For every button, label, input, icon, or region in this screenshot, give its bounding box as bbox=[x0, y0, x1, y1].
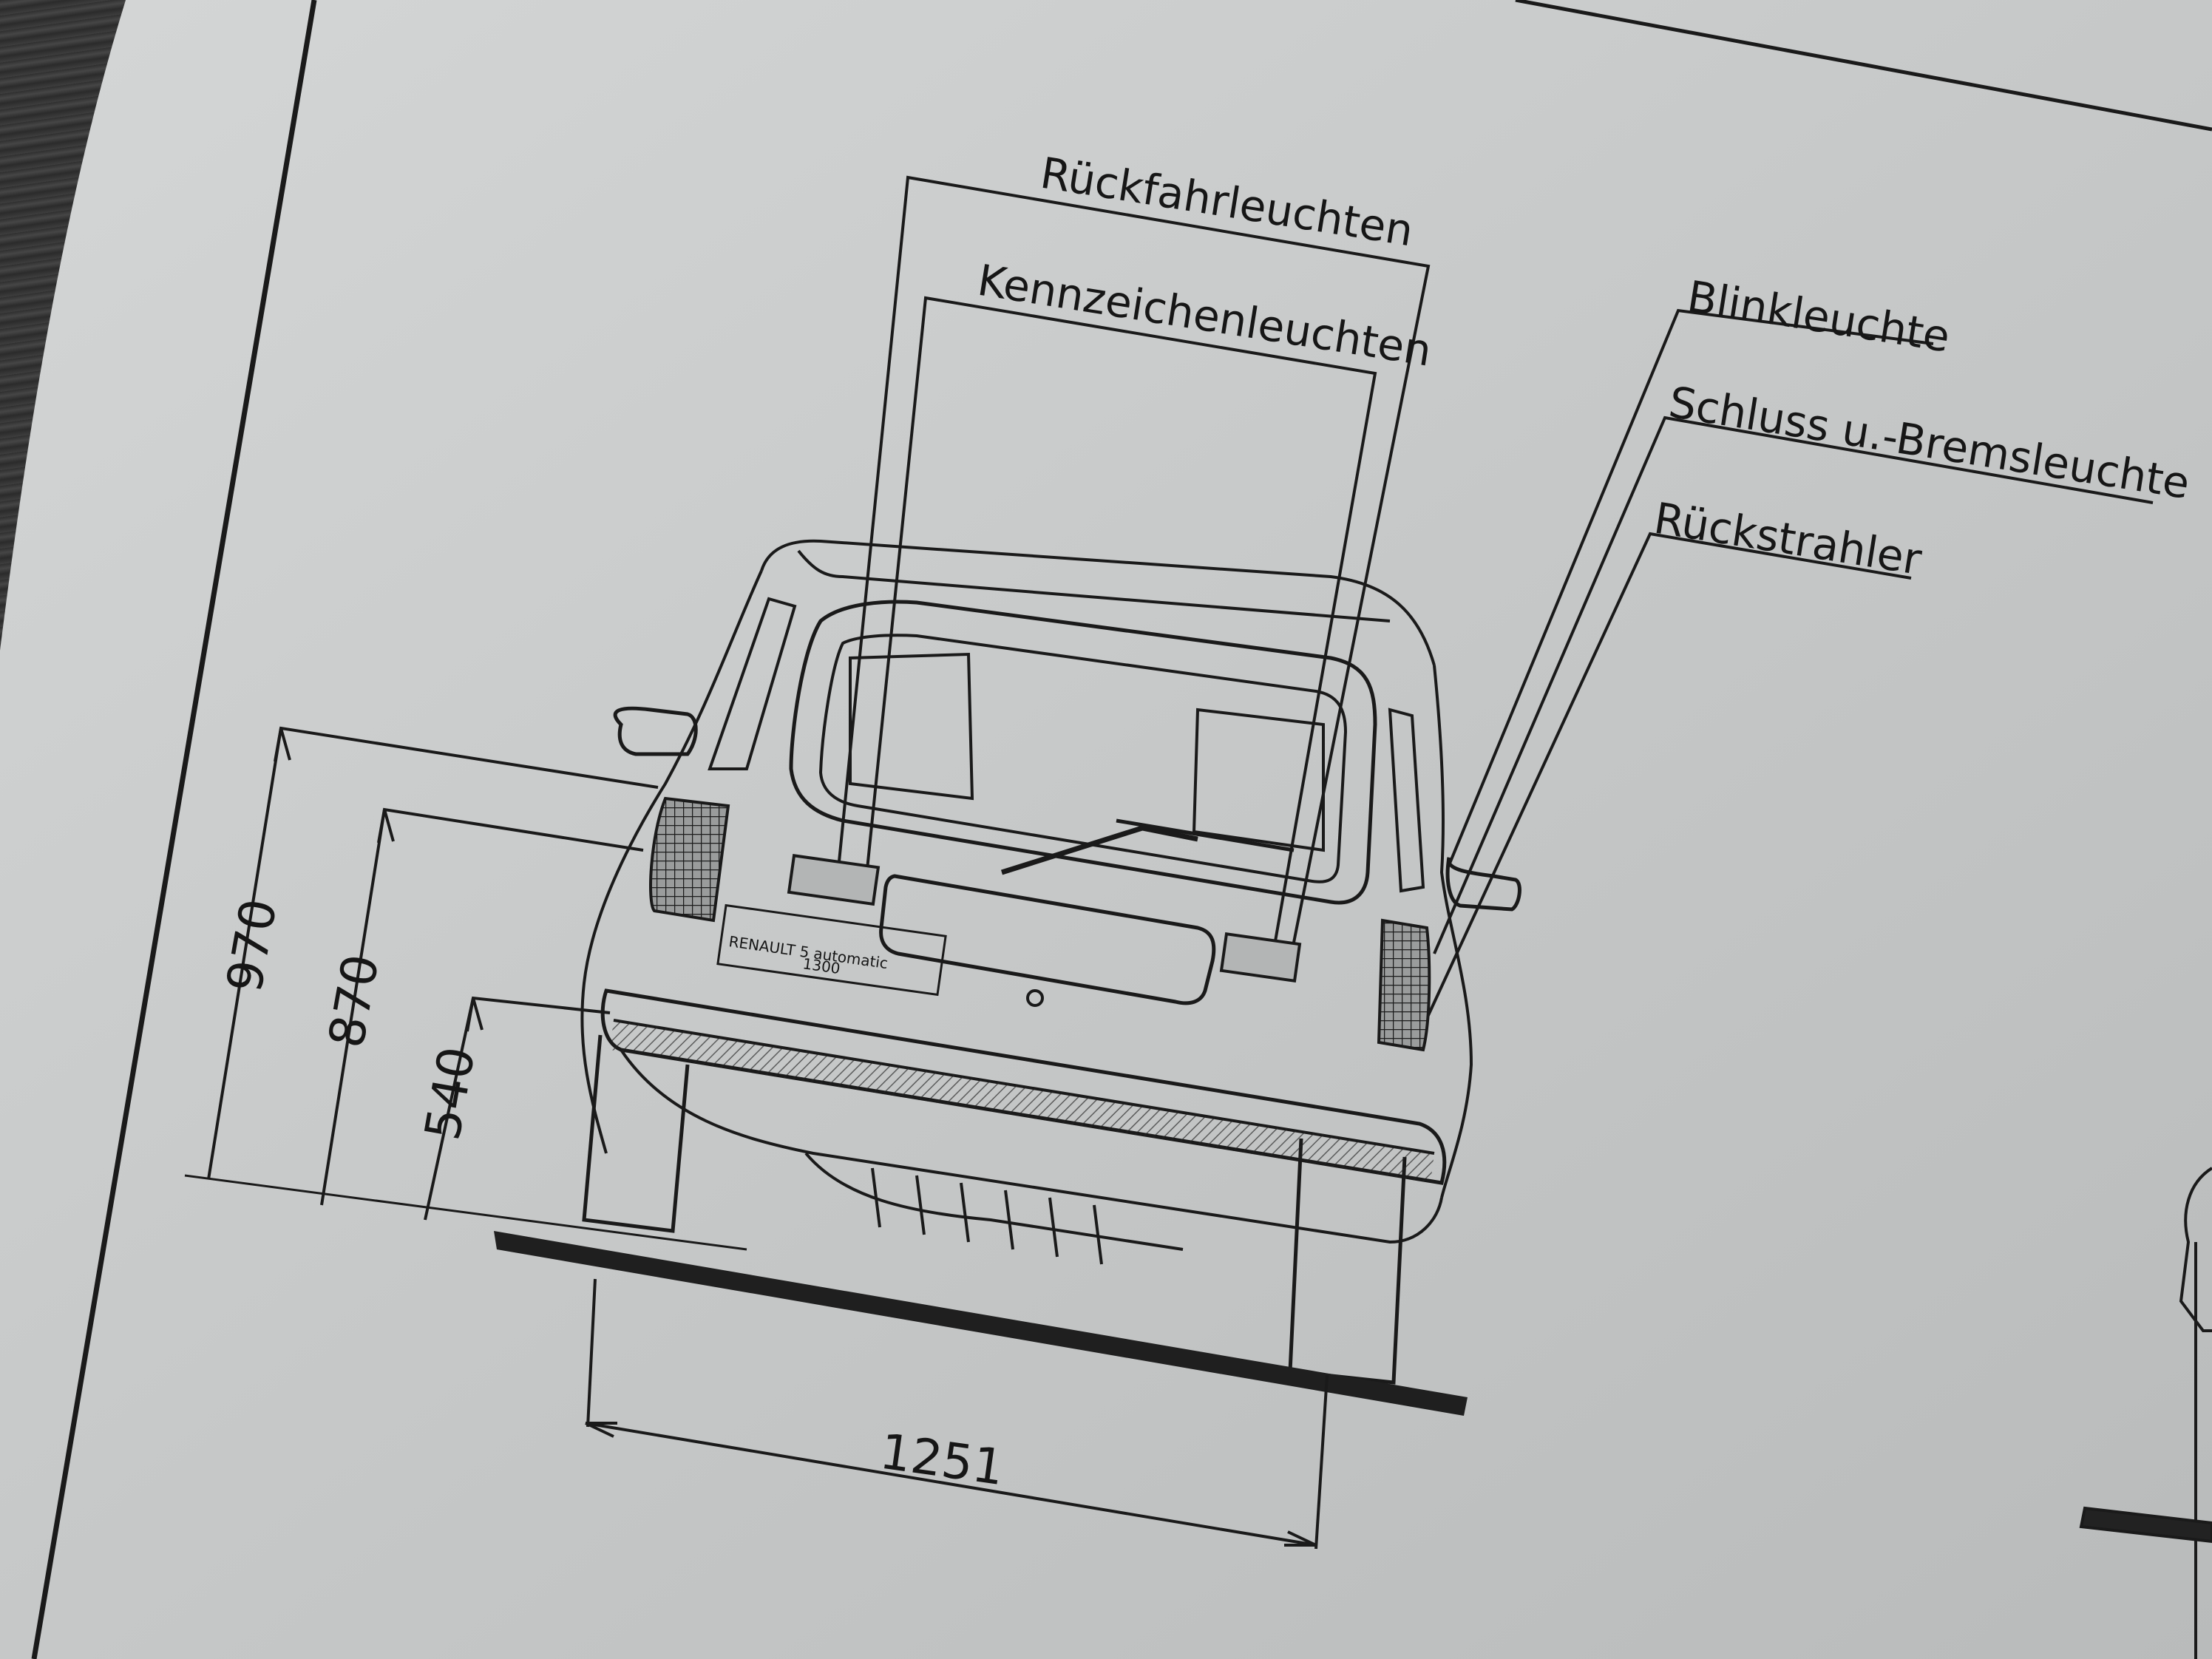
plate-lamp-left bbox=[787, 854, 881, 906]
bumper-strip bbox=[610, 1020, 1434, 1183]
adjacent-view-fragment bbox=[2079, 1167, 2212, 1659]
ground-line bbox=[494, 1231, 1468, 1416]
tail-lamp-right bbox=[1377, 918, 1431, 1052]
drawing-frame bbox=[31, 0, 317, 1659]
drawing-frame-top bbox=[1515, 0, 2212, 132]
plate-lamp-right bbox=[1219, 932, 1302, 983]
dimension-lines bbox=[207, 726, 1329, 1550]
ground-reference-line bbox=[184, 1174, 747, 1251]
tail-lamp-left bbox=[649, 796, 730, 923]
